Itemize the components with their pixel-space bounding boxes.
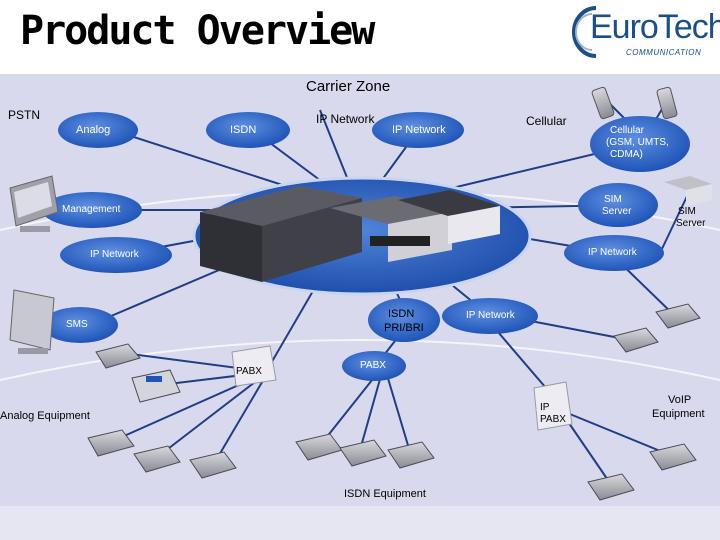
desk-phones [87, 303, 701, 501]
analog-equipment-label: Analog Equipment [0, 410, 90, 422]
phone-body [656, 86, 678, 120]
bubble-sim-server [578, 183, 658, 227]
fax-body [131, 369, 181, 403]
link-sim-server-2 [659, 189, 691, 254]
link-pabx-mid-phone3 [383, 364, 411, 453]
bubble-pabx-mid [342, 351, 406, 381]
bubble-isdn [206, 112, 290, 148]
pabx-box-left [231, 345, 277, 387]
monitor-body [14, 182, 52, 218]
pstn-label: PSTN [8, 108, 41, 122]
bubble-ip-network-right [564, 235, 664, 271]
isdn-equipment-label: ISDN Equipment [344, 488, 426, 500]
bubble-ip-network-top [372, 112, 464, 148]
sim-box-top [664, 176, 712, 190]
cellular-phone-2 [656, 86, 678, 120]
ip-network-top2-label: IP Network [392, 124, 446, 136]
carrier-zone-label: Carrier Zone [306, 78, 391, 95]
sim-server-1-line1: SIM [604, 194, 622, 205]
cellular-types-line1: Cellular [610, 125, 644, 136]
link-pabx-left-phone4 [214, 371, 269, 463]
link-voip-3 [559, 409, 671, 456]
device-rack-side [262, 198, 362, 282]
phone-body [591, 86, 615, 120]
hub-hardware [200, 186, 500, 282]
device-small-front [448, 206, 500, 244]
management-monitor [9, 175, 59, 232]
bubble-ip-network-left [60, 237, 172, 273]
monitor-base [20, 226, 50, 232]
sms-label: SMS [66, 319, 88, 330]
bubble-sms [42, 307, 118, 343]
desk-phone [587, 473, 635, 501]
pabx-left-face [231, 345, 277, 387]
bubble-cellular [590, 116, 690, 172]
sim-server-box [664, 176, 712, 206]
sms-screen [9, 289, 55, 351]
desk-phone [613, 327, 659, 353]
logo-wordmark: EuroTech [590, 8, 720, 46]
analog-label: Analog [76, 124, 111, 136]
ip-network-right-label: IP Network [588, 247, 637, 258]
lower-zone-background [0, 506, 720, 540]
sms-base [18, 348, 48, 354]
device-box-top [330, 196, 452, 224]
sim-box-front [686, 184, 712, 206]
cellular-types-line3: CDMA) [610, 149, 643, 160]
pabx-mid-label: PABX [360, 360, 386, 371]
ip-pabx-face [533, 381, 573, 431]
ip-pabx-line2: PABX [540, 414, 566, 425]
cellular-types-line2: (GSM, UMTS, [606, 137, 669, 148]
desk-phone [87, 429, 135, 457]
ip-pabx-box [533, 381, 573, 431]
link-pabx-left-phone3 [159, 371, 269, 456]
ip-pabx-line1: IP [540, 402, 550, 413]
sim-server-2-line2: Server [676, 218, 706, 229]
isdn-pri-line2: PRI/BRI [384, 322, 424, 334]
bubble-analog [58, 112, 138, 148]
bubble-isdn-pri [368, 298, 440, 342]
cellular-phone-1 [591, 86, 615, 120]
desk-phone [189, 451, 237, 479]
ip-network-top-label: IP Network [316, 112, 375, 126]
sim-server-1-line2: Server [602, 206, 632, 217]
logo-subtitle: COMMUNICATION [626, 48, 702, 57]
desk-phone [649, 443, 697, 471]
device-small-top [398, 190, 500, 216]
link-ip-pabx [491, 324, 553, 396]
eurotech-logo: EuroTech COMMUNICATION [566, 2, 720, 64]
ip-network-left-label: IP Network [90, 249, 139, 260]
isdn-pri-line1: ISDN [388, 308, 415, 320]
sim-server-2-line1: SIM [678, 206, 696, 217]
page-title: Product Overview [20, 8, 375, 54]
device-rack-front [200, 212, 262, 282]
desk-phone [339, 439, 387, 467]
desk-phone [133, 445, 181, 473]
fax-machine [131, 369, 181, 403]
pabx-left-label: PABX [236, 366, 262, 377]
sms-monitor [9, 289, 55, 354]
voip-equipment-line2: Equipment [652, 408, 705, 420]
fax-keypad [146, 376, 162, 382]
logo-swoosh-icon [572, 6, 597, 58]
device-ports [370, 236, 430, 246]
ip-network-mid-label: IP Network [466, 310, 515, 321]
device-rack-top [200, 186, 362, 226]
isdn-label: ISDN [230, 124, 257, 136]
bubble-management [42, 192, 142, 228]
bubble-ip-network-mid [442, 298, 538, 334]
management-label: Management [62, 204, 121, 215]
voip-equipment-line1: VoIP [668, 394, 692, 406]
desk-phone [655, 303, 701, 329]
desk-phone [95, 343, 141, 369]
cellular-label: Cellular [526, 114, 567, 128]
desk-phone [387, 441, 435, 469]
